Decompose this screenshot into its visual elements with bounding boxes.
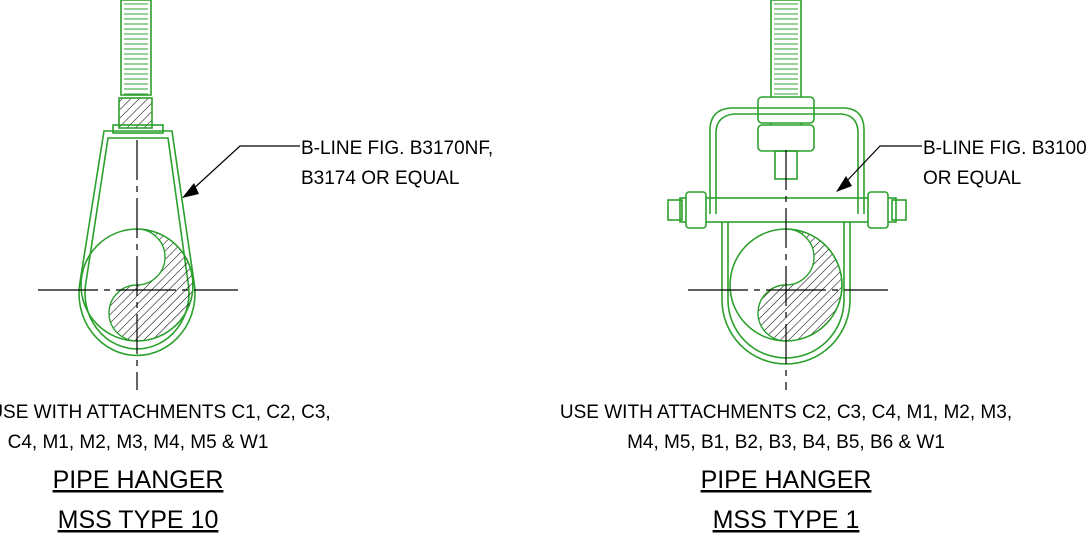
callout-leader-right: [836, 145, 922, 192]
type1-text-block: B-LINE FIG. B3100 OR EQUAL USE WITH ATTA…: [560, 138, 1087, 534]
callout-left-line1: B-LINE FIG. B3170NF,: [301, 138, 493, 159]
callout-leader-left: [182, 145, 300, 198]
clevis-yoke-right: [709, 107, 865, 214]
attachments-left-line1: USE WITH ATTACHMENTS C1, C2, C3,: [0, 402, 331, 423]
type10-text-block: B-LINE FIG. B3170NF, B3174 OR EQUAL USE …: [0, 138, 493, 534]
pipe-section-hatch-right: [757, 229, 842, 341]
callout-right-line1: B-LINE FIG. B3100: [923, 138, 1087, 159]
threaded-rod-right: [770, 0, 802, 131]
callout-left-line2: B3174 OR EQUAL: [301, 168, 459, 189]
subtitle-left: MSS TYPE 10: [58, 506, 219, 534]
hex-nut-right-top: [757, 96, 815, 124]
type1-hanger-assembly: [667, 0, 922, 390]
cross-bolt-right: [679, 197, 897, 223]
type10-hanger-assembly: [38, 0, 300, 390]
knurled-nut-left: [118, 97, 153, 129]
hex-nut-right-bottom: [757, 124, 815, 152]
title-right: PIPE HANGER: [701, 466, 872, 494]
clevis-band-left: [78, 130, 196, 357]
attachments-left-line2: C4, M1, M2, M3, M4, M5 & W1: [8, 432, 269, 453]
pipe-section-hatch-left: [108, 229, 193, 341]
swivel-plate-left: [112, 124, 164, 134]
threaded-rod-left: [120, 0, 152, 96]
subtitle-right: MSS TYPE 1: [713, 506, 860, 534]
callout-right-line2: OR EQUAL: [923, 168, 1021, 189]
attachments-right-line2: M4, M5, B1, B2, B3, B4, B5, B6 & W1: [627, 432, 945, 453]
attachments-right-line1: USE WITH ATTACHMENTS C2, C3, C4, M1, M2,…: [560, 402, 1012, 423]
title-left: PIPE HANGER: [53, 466, 224, 494]
